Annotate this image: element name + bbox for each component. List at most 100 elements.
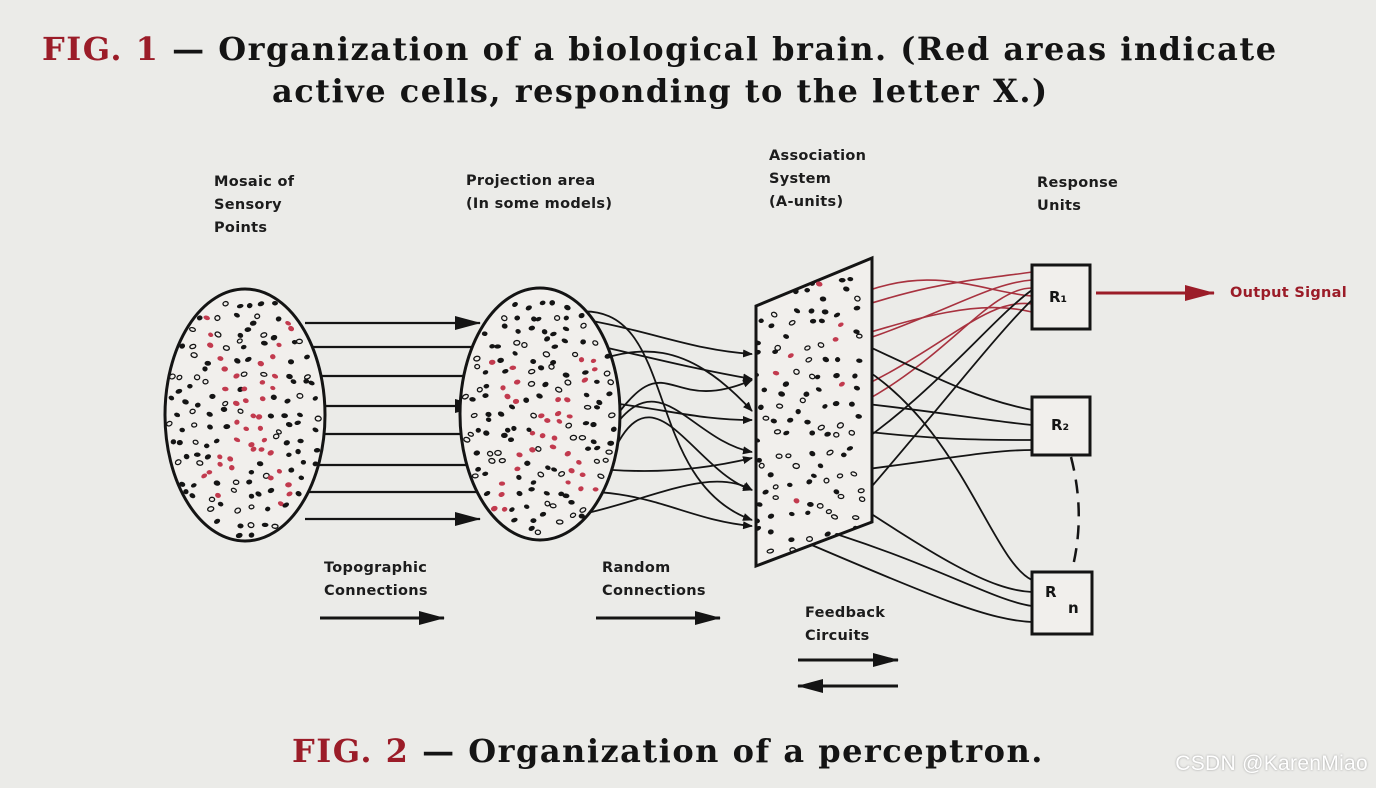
sensory-cell — [282, 502, 290, 508]
projection-cell — [498, 492, 505, 497]
association-cell — [809, 430, 816, 436]
response-link — [859, 449, 1033, 471]
association-cell — [836, 422, 845, 429]
sensory-cell — [189, 326, 196, 333]
rn-label-r: R — [1045, 583, 1057, 601]
sensory-cell — [179, 427, 185, 433]
association-cell — [840, 452, 847, 458]
sensory-cell — [202, 366, 208, 372]
association-cell — [788, 537, 795, 543]
sensory-cell — [222, 345, 231, 351]
sensory-cell — [176, 374, 183, 381]
projection-cell — [534, 529, 542, 536]
projection-cell — [469, 397, 476, 402]
association-cell — [850, 471, 858, 477]
label-projection-area: Projection area (In some models) — [466, 173, 613, 212]
sensory-cell — [201, 473, 208, 479]
projection-cell — [551, 435, 558, 441]
sensory-cell — [203, 315, 210, 321]
watermark: CSDN @KarenMiao — [1175, 752, 1368, 775]
projection-cell — [527, 380, 536, 387]
r2-label: R₂ — [1051, 416, 1069, 434]
association-cell — [846, 446, 854, 451]
sensory-cell — [190, 483, 197, 488]
projection-cell — [549, 503, 557, 509]
association-cell — [818, 318, 825, 324]
projection-cell — [528, 487, 535, 492]
sensory-cell — [236, 303, 244, 309]
projection-cell — [592, 487, 599, 492]
projection-cell — [502, 369, 509, 374]
sensory-cell — [267, 413, 275, 419]
sensory-cell — [209, 393, 216, 399]
sensory-cell — [260, 371, 268, 377]
sensory-cell — [261, 437, 268, 443]
sensory-cell — [207, 506, 215, 512]
sensory-cell — [260, 332, 268, 338]
sensory-cell — [179, 343, 186, 349]
projection-cell — [604, 353, 612, 359]
projection-cell — [579, 507, 587, 513]
projection-cell — [603, 370, 611, 377]
projection-cell — [482, 393, 489, 398]
association-cell — [833, 373, 840, 379]
association-cell — [772, 349, 779, 354]
sensory-cell — [259, 380, 266, 385]
association-cell — [805, 357, 813, 363]
sensory-cell — [246, 302, 253, 309]
projection-cell — [596, 399, 603, 406]
association-cell — [851, 515, 860, 521]
projection-cell — [597, 473, 605, 479]
projection-cell — [578, 486, 584, 492]
sensory-cell — [222, 300, 229, 307]
projection-cell — [491, 505, 498, 512]
random-connection — [594, 344, 753, 382]
projection-cell — [482, 471, 489, 476]
projection-cell — [583, 392, 590, 398]
projection-cell — [535, 316, 542, 322]
sensory-cell — [246, 479, 253, 485]
sensory-cell — [229, 465, 235, 471]
projection-cell — [474, 363, 481, 370]
sensory-cell — [296, 392, 304, 399]
sensory-cell — [220, 406, 228, 412]
projection-cell — [607, 379, 615, 386]
sensory-cell — [247, 522, 255, 529]
sensory-cell — [208, 332, 214, 338]
association-cell — [853, 385, 860, 391]
association-cell — [836, 473, 844, 479]
association-cell — [767, 472, 774, 478]
sensory-cell — [256, 461, 264, 467]
sensory-cell — [283, 440, 290, 446]
sensory-cell — [270, 394, 277, 400]
association-cell — [853, 305, 861, 311]
fig1-title-line2: active cells, responding to the letter X… — [272, 72, 1049, 110]
projection-cell — [494, 449, 502, 456]
sensory-cell — [237, 523, 244, 529]
sensory-cell — [313, 448, 321, 453]
association-cell — [756, 372, 759, 378]
projection-cell — [580, 322, 587, 329]
association-cell — [853, 329, 860, 334]
sensory-cell — [204, 360, 212, 366]
association-cell — [772, 370, 780, 376]
projection-cell — [486, 450, 494, 457]
sensory-cell — [260, 340, 268, 346]
projection-cell — [514, 466, 521, 472]
association-cell — [784, 258, 792, 260]
association-cell — [756, 258, 762, 259]
projection-cell — [470, 412, 478, 419]
projection-cell — [590, 358, 597, 364]
sensory-cell — [208, 496, 216, 503]
random-connection — [599, 379, 753, 441]
association-cell — [838, 381, 845, 387]
sensory-cell — [189, 343, 197, 350]
projection-cell — [530, 480, 537, 485]
association-cell — [857, 488, 865, 494]
association-cell — [787, 482, 793, 488]
association-cell — [855, 333, 863, 339]
association-cell — [804, 419, 811, 425]
fig2-caption: FIG. 2 — Organization of a perceptron. — [292, 730, 1044, 772]
sensory-cell — [255, 491, 262, 497]
association-cell — [756, 553, 757, 558]
